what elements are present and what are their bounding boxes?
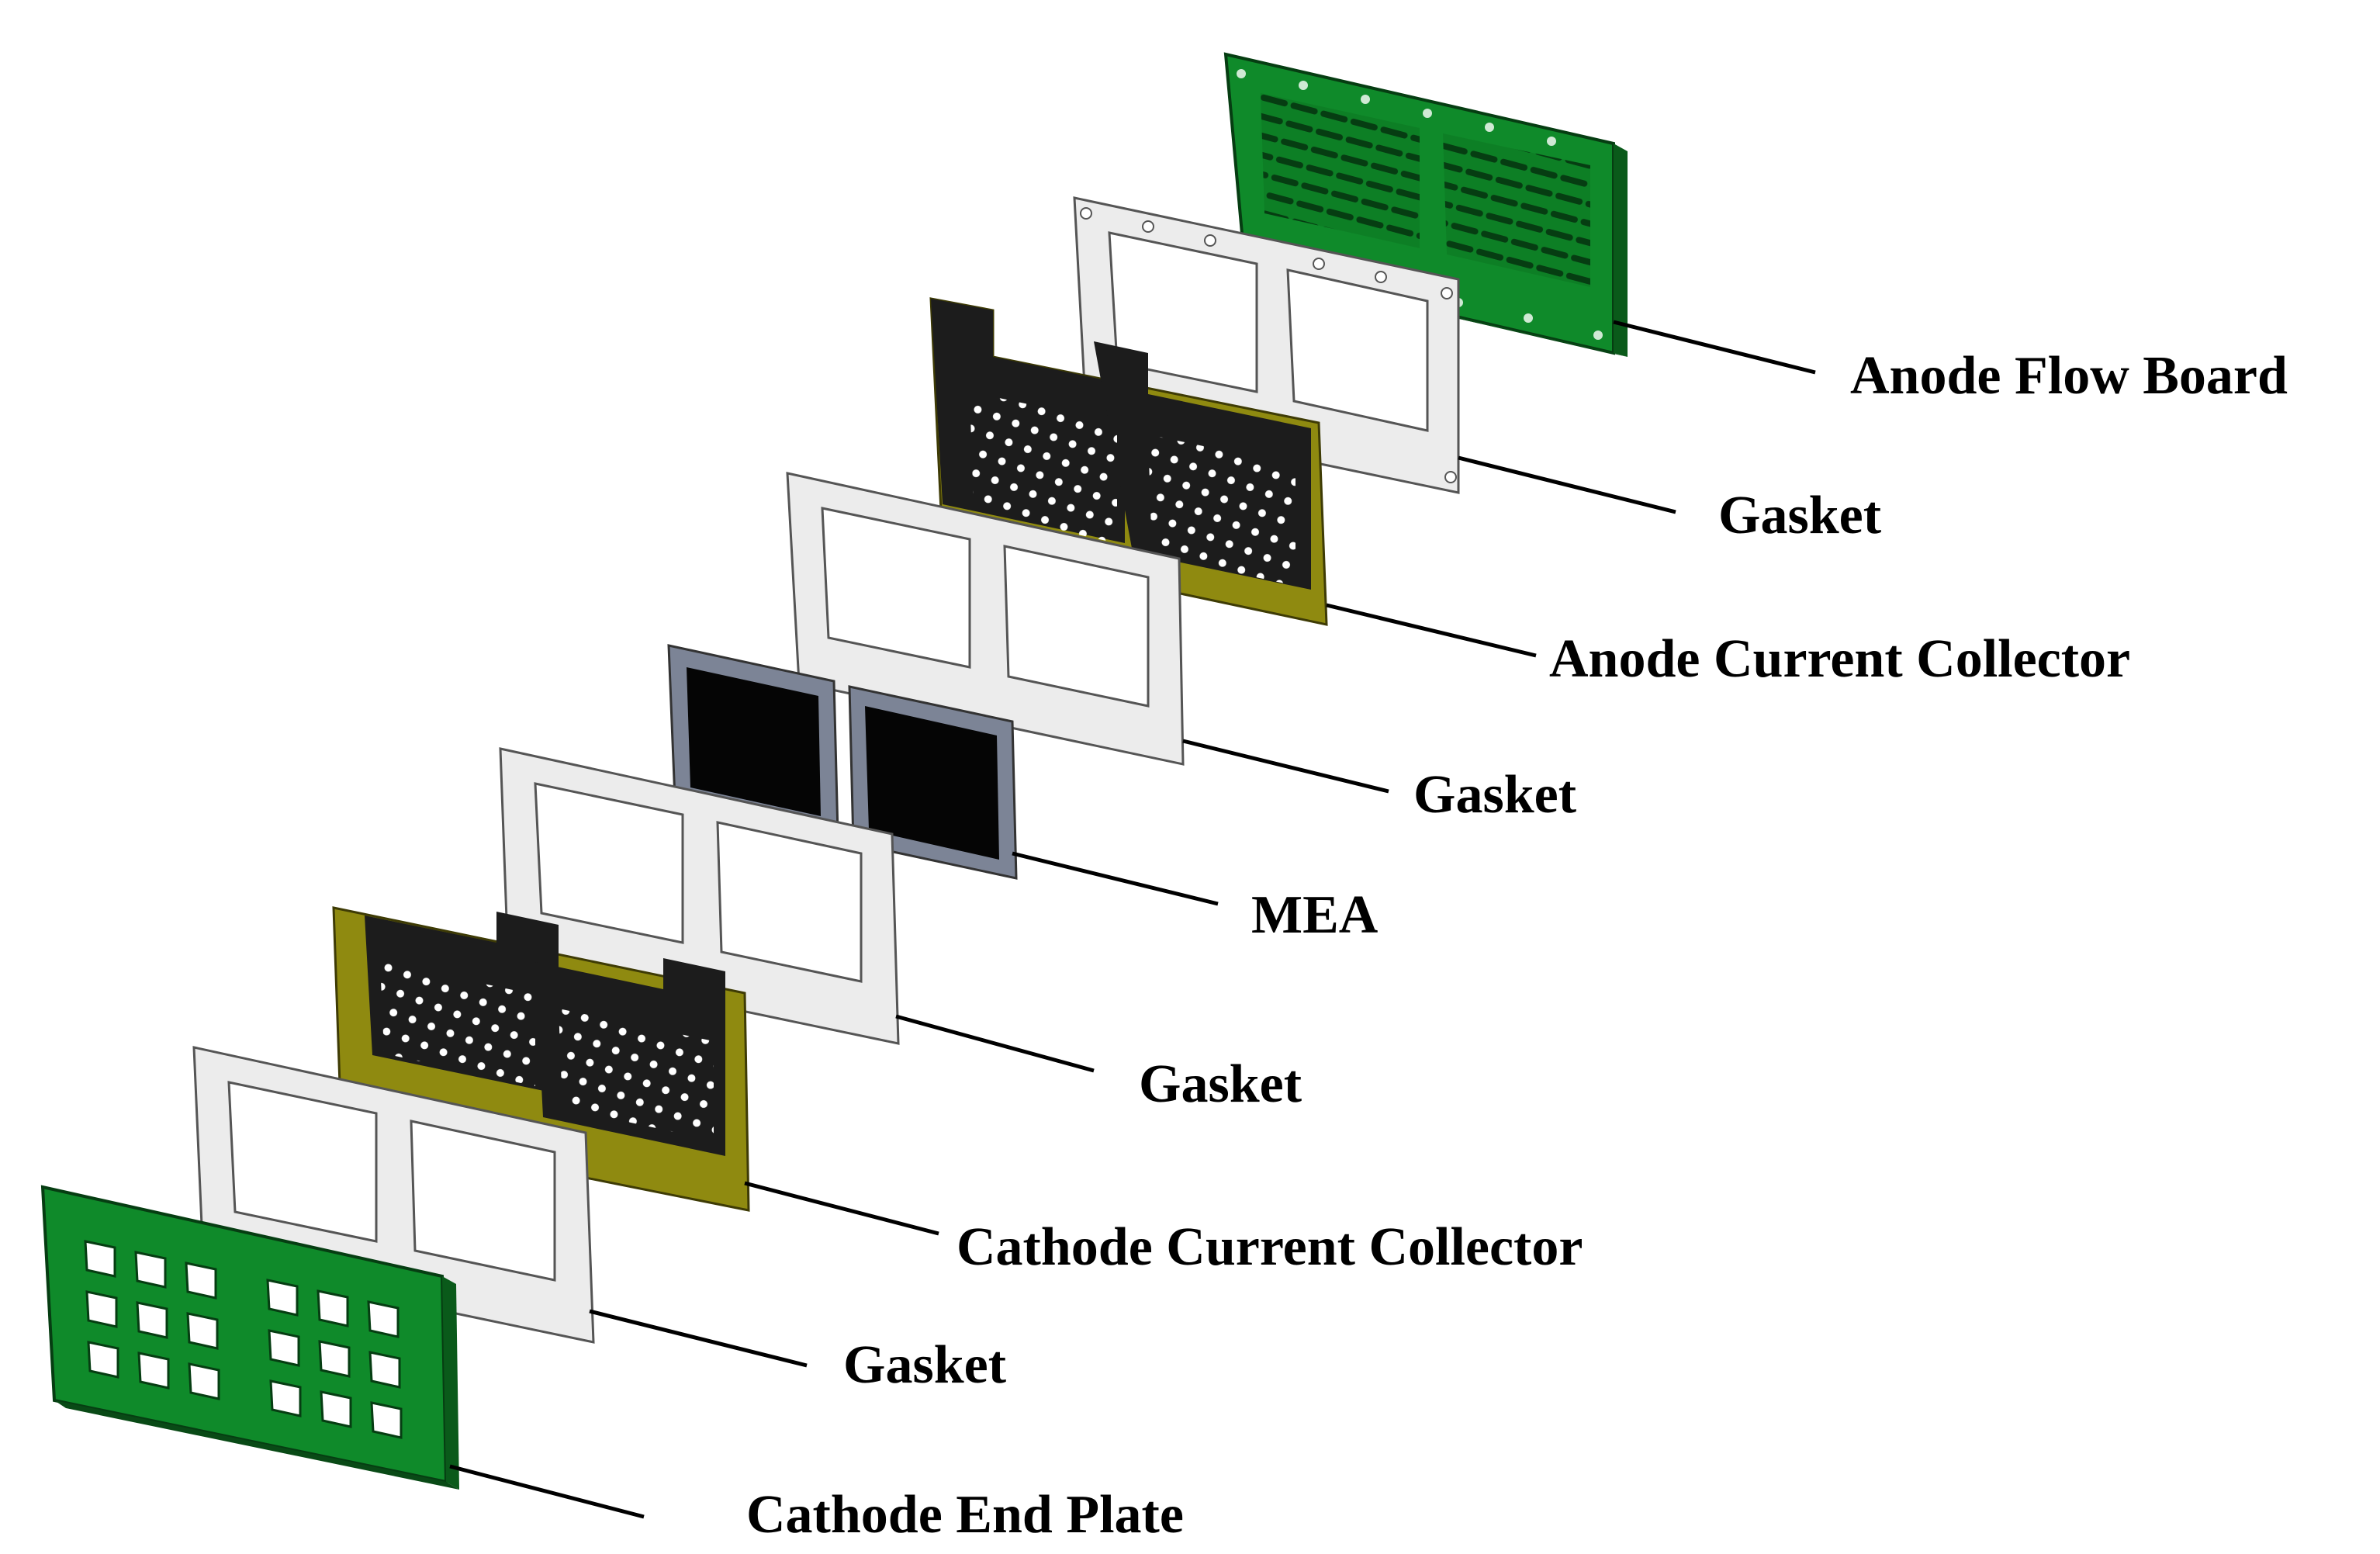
- cathode-end-plate: [40, 1185, 459, 1490]
- label-anode-flow-board: Anode Flow Board: [1850, 346, 2288, 406]
- label-cathode-current-collector: Cathode Current Collector: [956, 1217, 1583, 1277]
- gasket-2: [786, 472, 1185, 766]
- leader-lines: [449, 320, 1816, 1519]
- mea: [667, 644, 1018, 880]
- label-gasket-3: Gasket: [1139, 1054, 1302, 1114]
- label-gasket-1: Gasket: [1718, 486, 1881, 545]
- label-gasket-2: Gasket: [1413, 765, 1576, 825]
- label-gasket-4: Gasket: [843, 1335, 1006, 1395]
- label-cathode-end-plate: Cathode End Plate: [746, 1485, 1184, 1545]
- label-anode-current-collector: Anode Current Collector: [1549, 629, 2131, 689]
- label-mea: MEA: [1251, 885, 1379, 945]
